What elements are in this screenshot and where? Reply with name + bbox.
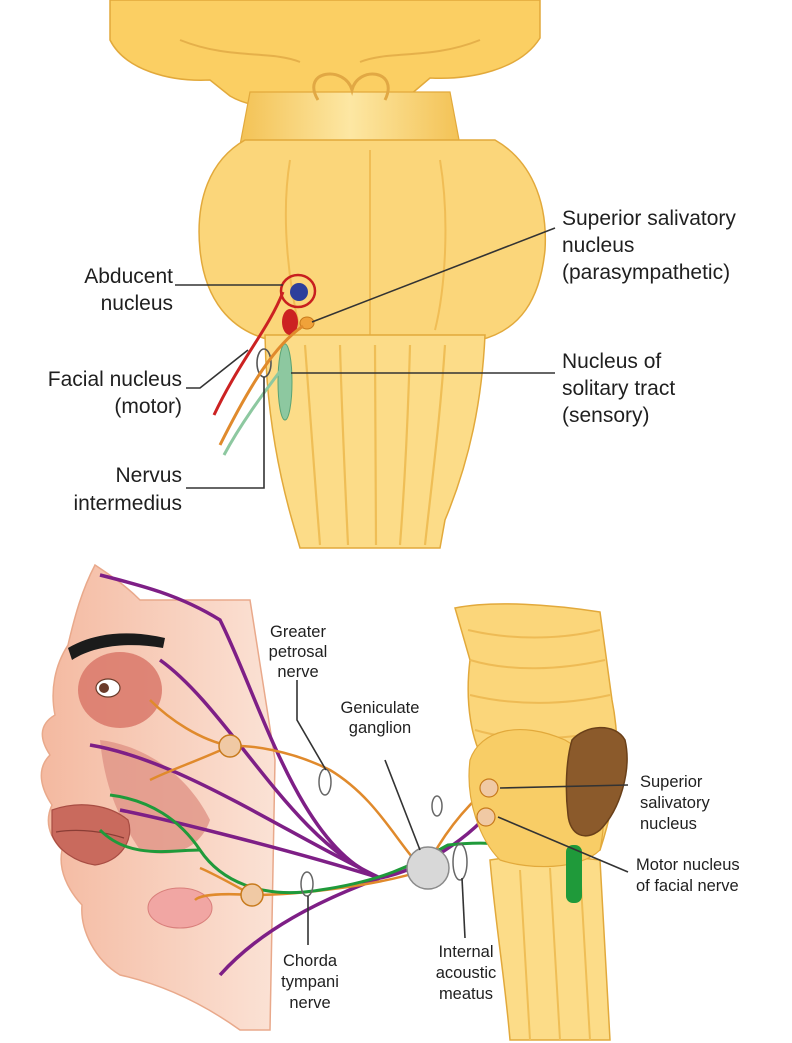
label-nervus-intermedius-l2: intermedius bbox=[73, 492, 182, 515]
label-motor-nucleus-l2: of facial nerve bbox=[636, 877, 739, 895]
label-nervus-intermedius-l1: Nervus bbox=[115, 464, 182, 487]
label-sup-salivatory-b-l3: nucleus bbox=[640, 815, 697, 833]
geniculate-ganglion bbox=[407, 847, 449, 889]
label-superior-salivatory-l3: (parasympathetic) bbox=[562, 261, 730, 284]
label-geniculate-l2: ganglion bbox=[349, 719, 411, 737]
label-sup-salivatory-b-l1: Superior bbox=[640, 773, 703, 791]
nucleus-solitary-tract bbox=[278, 344, 292, 420]
label-solitary-tract-l2: solitary tract bbox=[562, 377, 675, 400]
submandibular-ganglion bbox=[241, 884, 263, 906]
label-greater-petrosal-l2: petrosal bbox=[269, 643, 328, 661]
motor-nucleus-facial-nerve bbox=[566, 845, 582, 903]
label-motor-nucleus-l1: Motor nucleus bbox=[636, 856, 740, 874]
label-abducent-nucleus-l2: nucleus bbox=[101, 292, 173, 315]
superior-salivatory-nucleus-lateral bbox=[480, 779, 498, 797]
meatus-sheath-2 bbox=[432, 796, 442, 816]
label-superior-salivatory-l1: Superior salivatory bbox=[562, 207, 736, 230]
greater-petrosal-sheath bbox=[319, 769, 331, 795]
label-abducent-nucleus-l1: Abducent bbox=[84, 265, 173, 288]
internal-acoustic-sheath bbox=[453, 844, 467, 880]
label-superior-salivatory-l2: nucleus bbox=[562, 234, 634, 257]
label-internal-acoustic-l3: meatus bbox=[439, 985, 493, 1003]
label-solitary-tract-l1: Nucleus of bbox=[562, 350, 661, 373]
label-internal-acoustic-l1: Internal bbox=[438, 943, 493, 961]
iris bbox=[99, 683, 109, 693]
label-internal-acoustic-l2: acoustic bbox=[436, 964, 497, 982]
label-facial-nucleus-l2: (motor) bbox=[114, 395, 182, 418]
label-sup-salivatory-b-l2: salivatory bbox=[640, 794, 710, 812]
label-chorda-tympani-l3: nerve bbox=[289, 994, 330, 1012]
salivary-gland bbox=[148, 888, 212, 928]
label-chorda-tympani-l2: tympani bbox=[281, 973, 339, 991]
label-solitary-tract-l3: (sensory) bbox=[562, 404, 650, 427]
label-greater-petrosal-l3: nerve bbox=[277, 663, 318, 681]
motor-nucleus-lateral-small bbox=[477, 808, 495, 826]
cerebellum-lateral bbox=[566, 728, 627, 836]
label-facial-nucleus-l1: Facial nucleus bbox=[48, 368, 182, 391]
label-chorda-tympani-l1: Chorda bbox=[283, 952, 338, 970]
pterygopalatine-ganglion bbox=[219, 735, 241, 757]
label-geniculate-l1: Geniculate bbox=[341, 699, 420, 717]
pons bbox=[199, 140, 545, 340]
label-greater-petrosal-l1: Greater bbox=[270, 623, 326, 641]
midbrain bbox=[240, 92, 460, 145]
abducent-nucleus bbox=[290, 283, 308, 301]
